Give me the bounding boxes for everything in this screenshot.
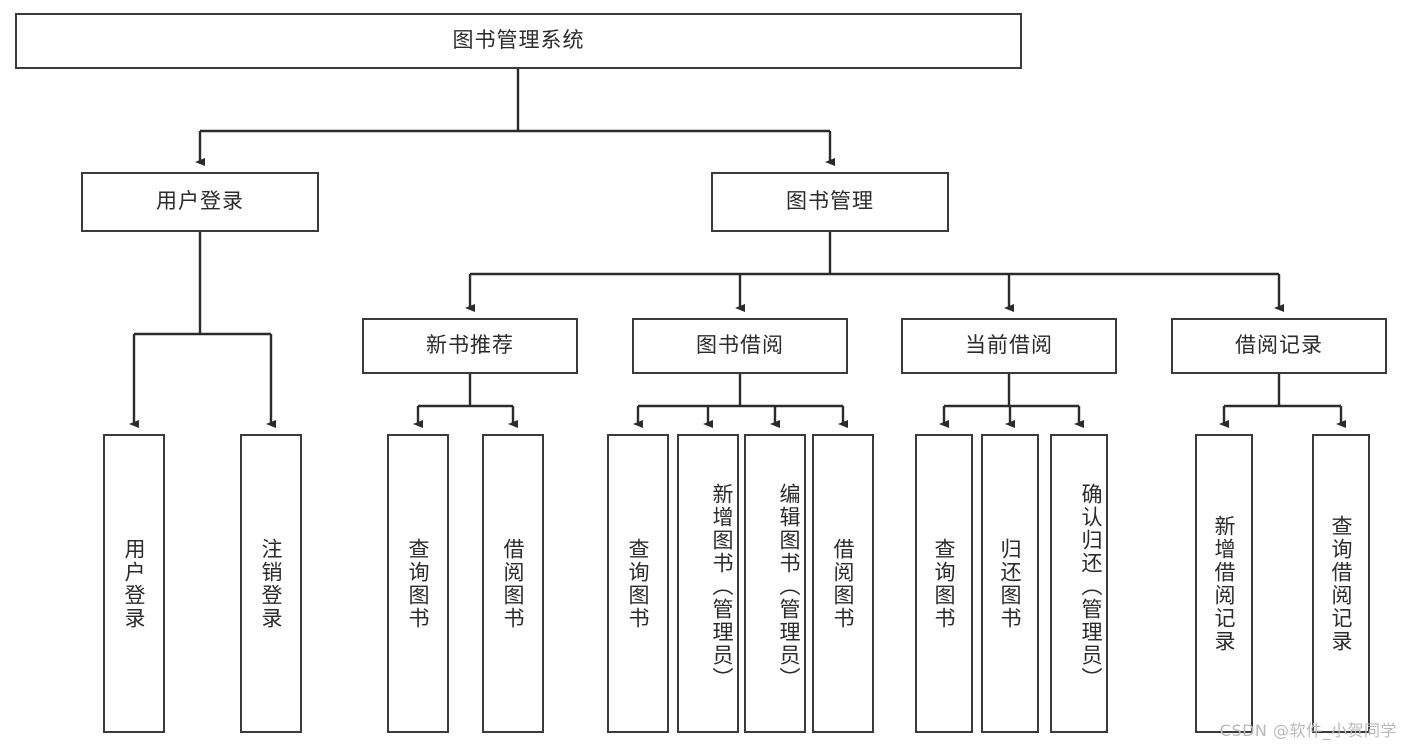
node-label: 借阅记录 xyxy=(1235,333,1323,358)
leaf-user-login[interactable]: 用户登录 xyxy=(103,434,165,733)
node-label: 图书借阅 xyxy=(696,333,784,358)
leaf-borrow-book[interactable]: 借阅图书 xyxy=(812,434,874,733)
leaf-query-book-borrow[interactable]: 查询图书 xyxy=(607,434,669,733)
leaf-label: 查询图书 xyxy=(626,537,650,630)
leaf-logout[interactable]: 注销登录 xyxy=(240,434,302,733)
leaf-query-borrow-record[interactable]: 查询借阅记录 xyxy=(1312,434,1370,733)
leaf-label: 查询图书 xyxy=(932,537,956,630)
node-level3-borrow-records[interactable]: 借阅记录 xyxy=(1171,318,1387,374)
node-label: 用户登录 xyxy=(156,189,244,214)
watermark: CSDN @软件_小贺同学 xyxy=(1219,721,1397,740)
leaf-return-book[interactable]: 归还图书 xyxy=(981,434,1039,733)
node-level2-user-login[interactable]: 用户登录 xyxy=(81,172,319,232)
leaf-label: 编辑图书（管理员） xyxy=(777,483,801,690)
node-label: 图书管理 xyxy=(786,189,874,214)
leaf-query-book-current[interactable]: 查询图书 xyxy=(915,434,973,733)
leaf-label: 归还图书 xyxy=(998,537,1022,630)
leaf-label: 用户登录 xyxy=(122,537,146,630)
leaf-label: 注销登录 xyxy=(259,537,283,630)
leaf-add-borrow-record[interactable]: 新增借阅记录 xyxy=(1195,434,1253,733)
leaf-label: 新增借阅记录 xyxy=(1212,514,1236,653)
leaf-confirm-return-admin[interactable]: 确认归还（管理员） xyxy=(1050,434,1108,733)
leaf-label: 借阅图书 xyxy=(831,537,855,630)
node-label: 新书推荐 xyxy=(426,333,514,358)
node-root-label: 图书管理系统 xyxy=(452,28,585,53)
node-level3-book-borrow[interactable]: 图书借阅 xyxy=(632,318,848,374)
node-root[interactable]: 图书管理系统 xyxy=(15,13,1022,69)
leaf-label: 确认归还（管理员） xyxy=(1079,483,1103,690)
node-label: 当前借阅 xyxy=(965,333,1053,358)
leaf-label: 借阅图书 xyxy=(501,537,525,630)
leaf-label: 新增图书（管理员） xyxy=(710,483,734,690)
leaf-label: 查询图书 xyxy=(406,537,430,630)
node-level2-book-management[interactable]: 图书管理 xyxy=(711,172,949,232)
node-level3-new-book-recommend[interactable]: 新书推荐 xyxy=(362,318,578,374)
leaf-borrow-book-recommend[interactable]: 借阅图书 xyxy=(482,434,544,733)
leaf-edit-book-admin[interactable]: 编辑图书（管理员） xyxy=(744,434,806,733)
node-level3-current-borrow[interactable]: 当前借阅 xyxy=(901,318,1117,374)
leaf-label: 查询借阅记录 xyxy=(1329,514,1353,653)
leaf-add-book-admin[interactable]: 新增图书（管理员） xyxy=(677,434,739,733)
leaf-query-book-recommend[interactable]: 查询图书 xyxy=(387,434,449,733)
